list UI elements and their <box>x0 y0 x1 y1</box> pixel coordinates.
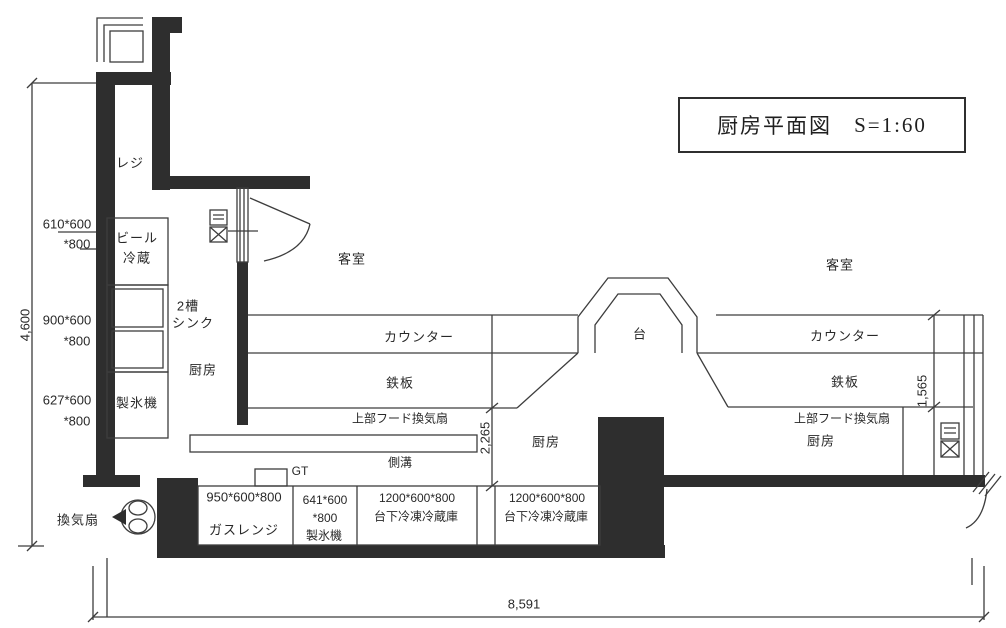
fan-blade-bottom <box>128 518 148 534</box>
wall-guestroom-top <box>152 176 310 189</box>
door-frame <box>236 187 249 263</box>
door-leaf <box>249 197 311 225</box>
corner-element-inner <box>103 24 143 62</box>
dim-beer-fridge-w: 610*600 <box>42 216 92 232</box>
dim-ice-maker2-2: *800 <box>312 511 338 525</box>
dim-fridge1: 1200*600*800 <box>378 491 456 505</box>
dim-overall-width: 8,591 <box>507 596 541 612</box>
door-swing-arc <box>263 223 311 262</box>
label-hood-right: 上部フード換気扇 <box>793 411 891 426</box>
label-exhaust-fan: 換気扇 <box>56 512 100 528</box>
compartment-marker-right <box>940 422 960 458</box>
dim-right-tick-top <box>927 309 941 321</box>
label-gas-range: ガスレンジ <box>208 522 280 538</box>
right-swing-arc <box>965 488 988 529</box>
label-kitchen-left: 厨房 <box>188 362 218 378</box>
label-beer-fridge-2: 冷蔵 <box>122 250 152 266</box>
label-fridge2: 台下冷凍冷蔵庫 <box>503 509 589 524</box>
equipment-row-outline <box>197 485 601 546</box>
fan-arrow <box>112 509 126 525</box>
dim-center-tick-top <box>485 402 499 414</box>
dim-left-tick-top <box>26 77 38 89</box>
sink-bowl-1 <box>111 288 164 328</box>
label-griddle-right: 鉄板 <box>830 374 860 390</box>
fan-blade-top <box>128 500 148 516</box>
label-grease-trap: GT <box>291 464 309 478</box>
wall-register-notch <box>170 17 182 33</box>
sink-box <box>106 284 169 373</box>
dim-ice-maker-w: 627*600 <box>42 392 92 408</box>
wall-left <box>96 72 115 478</box>
dim-center-tick-bottom <box>485 480 499 492</box>
door-frame-lines <box>239 188 245 262</box>
ice-maker-box <box>106 371 169 439</box>
dim-ice-maker2-1: 641*600 <box>302 493 348 507</box>
label-kitchen-center: 厨房 <box>531 434 561 450</box>
dim-right-depth: 1,565 <box>914 374 930 408</box>
wall-below-door <box>237 262 248 425</box>
griddle-diagonal-left <box>516 352 579 409</box>
dim-beer-fridge-h: *800 <box>63 236 91 252</box>
label-guestroom-left: 客室 <box>337 251 367 267</box>
drawing-title: 厨房平面図 <box>717 114 833 138</box>
dim-right-tick-bottom <box>927 401 941 413</box>
label-ice-maker-left: 製氷機 <box>115 395 159 411</box>
label-sink-1: 2槽 <box>176 298 200 314</box>
label-counter-left: カウンター <box>383 329 455 345</box>
wall-left-foot <box>83 475 140 487</box>
label-griddle-left: 鉄板 <box>385 375 415 391</box>
wall-register-right <box>152 17 170 190</box>
label-fridge1: 台下冷凍冷蔵庫 <box>373 509 459 524</box>
dim-sink-w: 900*600 <box>42 312 92 328</box>
wall-break-marks <box>972 471 1002 497</box>
drawing-scale: S=1:60 <box>854 112 927 137</box>
label-gutter: 側溝 <box>387 455 413 470</box>
corner-element-square <box>109 30 144 63</box>
label-guestroom-right: 客室 <box>825 257 855 273</box>
label-ice-maker-bottom: 製氷機 <box>305 528 343 543</box>
grease-trap-box <box>254 468 288 487</box>
compartment-marker-door <box>209 209 258 243</box>
label-register: レジ <box>115 155 145 171</box>
corner-element-outer <box>96 17 143 62</box>
wall-right-band <box>664 475 985 487</box>
label-counter-right: カウンター <box>809 328 881 344</box>
label-sink-2: シンク <box>171 315 215 331</box>
label-hood-left: 上部フード換気扇 <box>351 411 449 426</box>
sink-bowl-2 <box>111 330 164 369</box>
dim-bottom-tick-right <box>978 611 990 623</box>
dim-bottom-tick-left <box>87 611 99 623</box>
wall-bottom-band <box>157 545 665 558</box>
dim-sink-h: *800 <box>63 333 91 349</box>
wall-bottom-left-chunk <box>157 478 198 550</box>
dim-overall-height: 4,600 <box>17 308 33 342</box>
label-beer-fridge-1: ビール <box>115 230 159 246</box>
dim-ice-maker-h: *800 <box>63 413 91 429</box>
dim-center-depth: 2,265 <box>477 421 493 455</box>
fan-symbol-body <box>120 499 156 535</box>
hood-bar <box>189 434 478 453</box>
dim-gas-range: 950*600*800 <box>206 489 282 505</box>
label-kitchen-right: 厨房 <box>806 433 836 449</box>
stand-octagon-outer <box>577 277 698 353</box>
title-block: 厨房平面図 S=1:60 <box>678 97 966 153</box>
griddle-diagonal-right <box>696 352 729 408</box>
dim-fridge2: 1200*600*800 <box>508 491 586 505</box>
dim-left-tick-bottom <box>26 540 38 552</box>
label-stand: 台 <box>632 326 648 342</box>
stand-octagon-inner <box>594 293 683 353</box>
wall-center-pillar <box>598 417 664 553</box>
